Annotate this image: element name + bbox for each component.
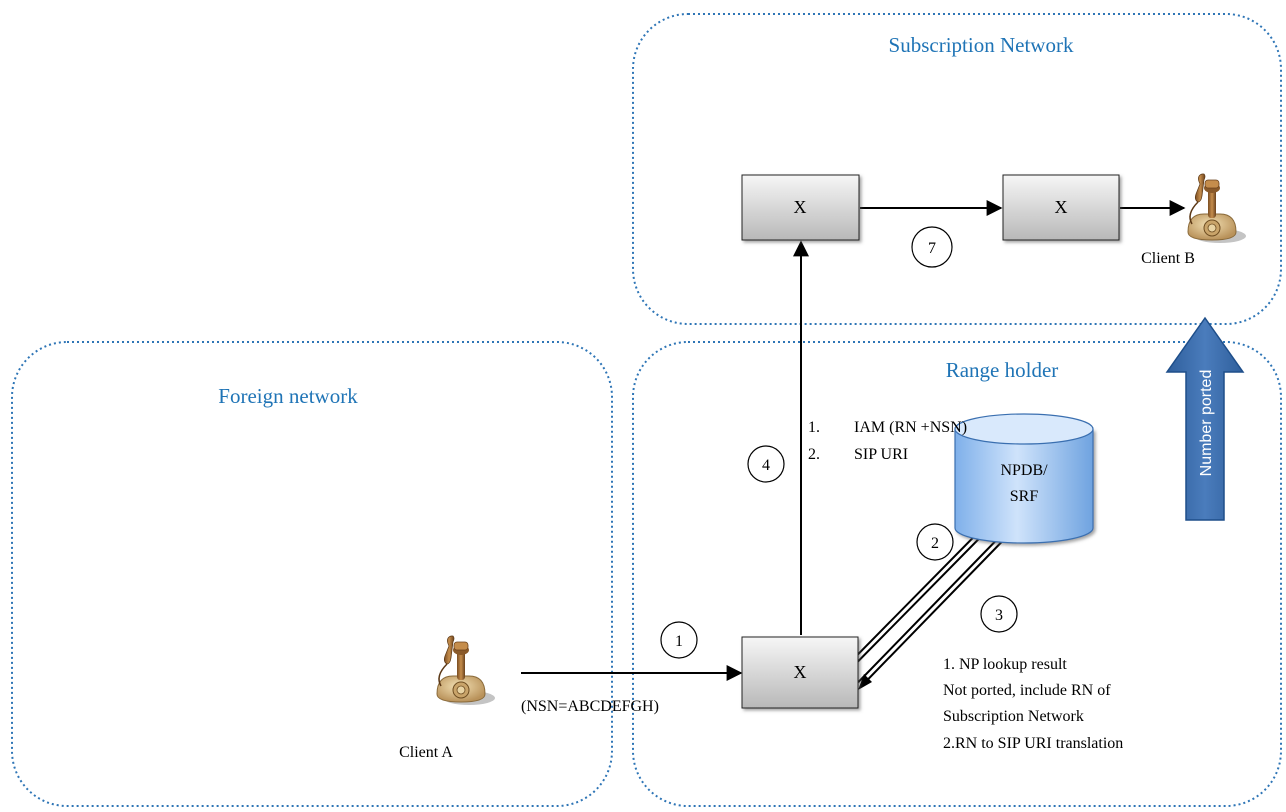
foreign-network-region: [11, 341, 613, 807]
npdb-query-links: [847, 520, 1003, 690]
npdb-srf-database: NPDB/ SRF: [954, 413, 1094, 544]
switch-label: X: [794, 662, 807, 682]
range-holder-title: Range holder: [946, 358, 1059, 382]
number-ported-label: Number ported: [1198, 370, 1215, 477]
step4-line1-text: IAM (RN +NSN): [854, 419, 967, 436]
step4-line2-text: SIP URI: [854, 446, 908, 463]
step-number: 4: [762, 457, 770, 474]
switch-label: X: [794, 197, 807, 217]
step-number: 3: [995, 607, 1003, 624]
step-number: 7: [928, 240, 936, 257]
step4-line2-number: 2.: [808, 446, 820, 463]
subscription-switch-1: X: [741, 174, 860, 241]
range-holder-region: [632, 341, 1282, 807]
database-label-line2: SRF: [1010, 488, 1039, 505]
nsn-label: (NSN=ABCDEFGH): [521, 698, 659, 715]
step-4-marker: 4: [747, 445, 785, 483]
step3-line-3: Subscription Network: [943, 708, 1084, 725]
step3-description: 1. NP lookup result Not ported, include …: [943, 656, 1123, 752]
step-number: 2: [931, 535, 939, 552]
step3-line-1: 1. NP lookup result: [943, 656, 1067, 673]
client-a-phone-icon: [436, 635, 496, 706]
client-b-label: Client B: [1141, 250, 1195, 267]
step4-description: 1. IAM (RN +NSN) 2. SIP URI: [808, 419, 967, 463]
subscription-switch-2: X: [1002, 174, 1120, 241]
step-2-marker: 2: [916, 523, 954, 561]
step-7-marker: 7: [911, 226, 953, 268]
subscription-network-title: Subscription Network: [889, 33, 1074, 57]
range-holder-switch: X: [741, 636, 859, 709]
step-1-marker: 1: [660, 621, 698, 659]
client-b-phone-icon: [1187, 173, 1247, 244]
step-number: 1: [675, 633, 683, 650]
step3-line-2: Not ported, include RN of: [943, 682, 1111, 699]
step-3-marker: 3: [980, 595, 1018, 633]
foreign-network-title: Foreign network: [218, 384, 358, 408]
step3-line-4: 2.RN to SIP URI translation: [943, 735, 1123, 752]
switch-label: X: [1055, 197, 1068, 217]
step4-line1-number: 1.: [808, 419, 820, 436]
database-label-line1: NPDB/: [1000, 462, 1048, 479]
client-a-label: Client A: [399, 744, 453, 761]
number-ported-arrow: Number ported: [1165, 316, 1245, 521]
subscription-network-region: [632, 13, 1282, 325]
